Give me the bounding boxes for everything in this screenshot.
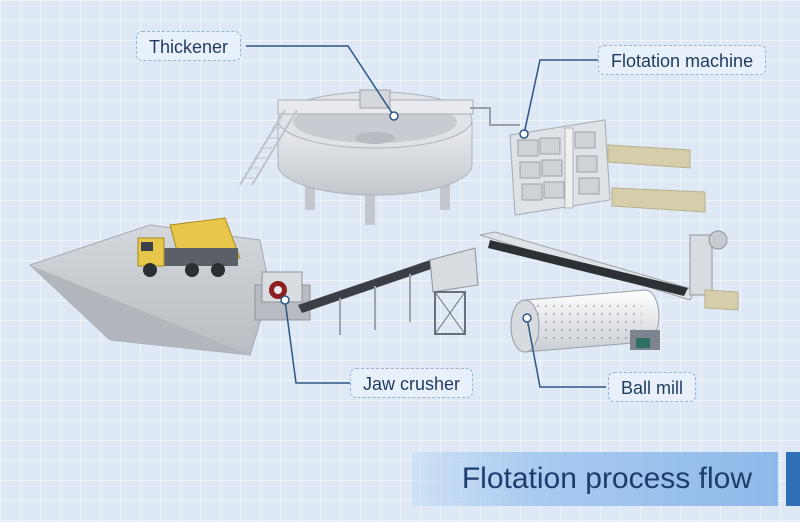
thickener-unit xyxy=(240,90,520,225)
thickener-anchor-dot xyxy=(390,112,398,120)
ball-mill-anchor-dot xyxy=(523,314,531,322)
title-banner: Flotation process flow xyxy=(412,452,778,506)
label-ball-mill: Ball mill xyxy=(608,372,696,402)
banner-accent-tab xyxy=(786,452,800,506)
feed-hopper xyxy=(430,248,478,334)
flotation-anchor-dot xyxy=(520,130,528,138)
jaw-crusher-anchor-dot xyxy=(281,296,289,304)
label-flotation-machine: Flotation machine xyxy=(598,45,766,75)
ball-mill-unit xyxy=(511,290,660,352)
belt-conveyor xyxy=(298,258,440,335)
flotation-machine-unit xyxy=(510,120,705,215)
page-title: Flotation process flow xyxy=(462,452,752,506)
label-thickener: Thickener xyxy=(136,31,241,61)
label-jaw-crusher: Jaw crusher xyxy=(350,368,473,398)
